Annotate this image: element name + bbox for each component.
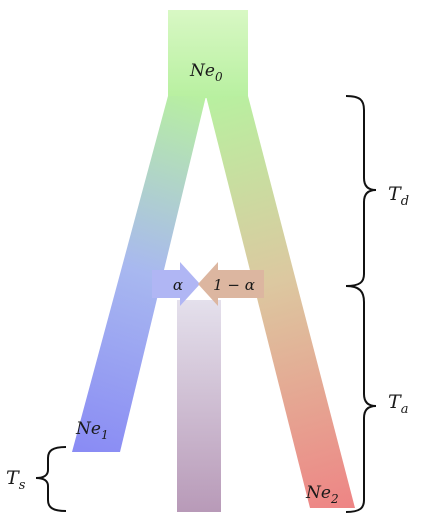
ne0-label: Ne0 [189, 61, 223, 84]
ta-bracket [345, 285, 377, 513]
admixed-population-branch [177, 300, 221, 512]
td-base: T [388, 183, 402, 205]
pop2-branch [206, 96, 355, 508]
one-minus-alpha-label: 1 − α [213, 276, 255, 294]
ne0-base: Ne [189, 61, 215, 81]
ne1-sub: 1 [101, 428, 109, 442]
alpha-arrow [152, 262, 200, 306]
ts-sub: s [19, 478, 26, 493]
ts-label: Ts [6, 467, 26, 493]
ts-base: T [6, 467, 20, 489]
ne2-label: Ne2 [305, 483, 339, 506]
one-minus-alpha-arrow [198, 262, 264, 306]
td-bracket [345, 95, 377, 287]
td-sub: d [401, 194, 409, 209]
ne0-sub: 0 [215, 70, 223, 84]
td-label: Td [388, 183, 409, 209]
ta-sub: a [401, 402, 409, 417]
ts-bracket [35, 446, 67, 512]
ta-label: Ta [388, 391, 408, 417]
ne2-sub: 2 [330, 492, 339, 506]
ne1-base: Ne [75, 419, 101, 439]
alpha-label: α [173, 276, 183, 294]
ancestral-population-branch [168, 10, 248, 98]
pop1-branch [72, 96, 206, 452]
ne2-base: Ne [305, 483, 331, 503]
ne1-label: Ne1 [75, 419, 109, 442]
ta-base: T [388, 391, 402, 413]
